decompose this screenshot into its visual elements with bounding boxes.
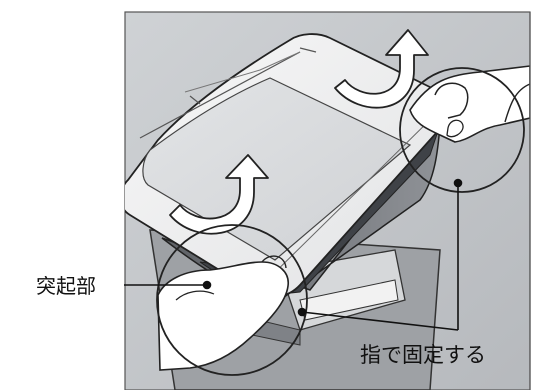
zoom-circle-bottom [156,224,308,376]
leader-lines [124,178,463,331]
hand-top-right [409,65,530,143]
lift-arrow-right [334,29,429,109]
callout-label-fix-with-fingers: 指で固定する [360,343,486,367]
callout-label-protrusion: 突起部 [36,274,96,298]
zoom-circle-top [399,67,525,193]
hand-bottom-left [157,255,289,371]
